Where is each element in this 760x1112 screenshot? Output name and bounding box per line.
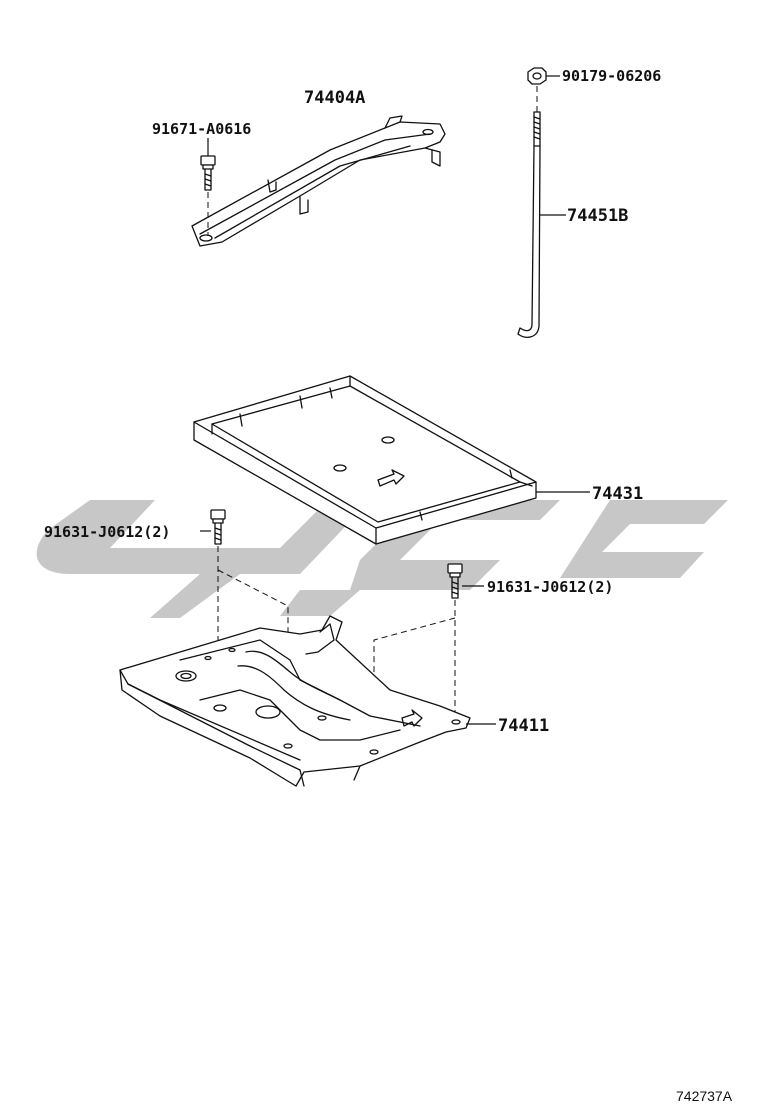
label-carrier: 74411 (498, 716, 549, 736)
battery-tray-drawing[interactable] (193, 375, 537, 545)
label-bolt-left: 91631-J0612(2) (44, 523, 170, 541)
bolt-top-drawing[interactable] (200, 155, 216, 191)
label-bolt-top: 91671-A0616 (152, 120, 251, 138)
label-nut: 90179-06206 (562, 67, 661, 85)
label-rod: 74451B (567, 206, 628, 226)
label-tray: 74431 (592, 484, 643, 504)
hold-down-clamp-drawing[interactable] (191, 115, 446, 247)
battery-carrier-drawing[interactable] (119, 615, 471, 787)
label-hold-down-clamp: 74404A (304, 88, 365, 108)
label-bolt-right: 91631-J0612(2) (487, 578, 613, 596)
bolt-right-drawing[interactable] (447, 563, 463, 599)
bolt-left-drawing[interactable] (210, 509, 226, 545)
diagram-code: 742737A (676, 1088, 733, 1104)
nut-drawing[interactable] (527, 67, 547, 85)
rod-drawing[interactable] (517, 111, 541, 338)
watermark-logo (36, 488, 728, 618)
